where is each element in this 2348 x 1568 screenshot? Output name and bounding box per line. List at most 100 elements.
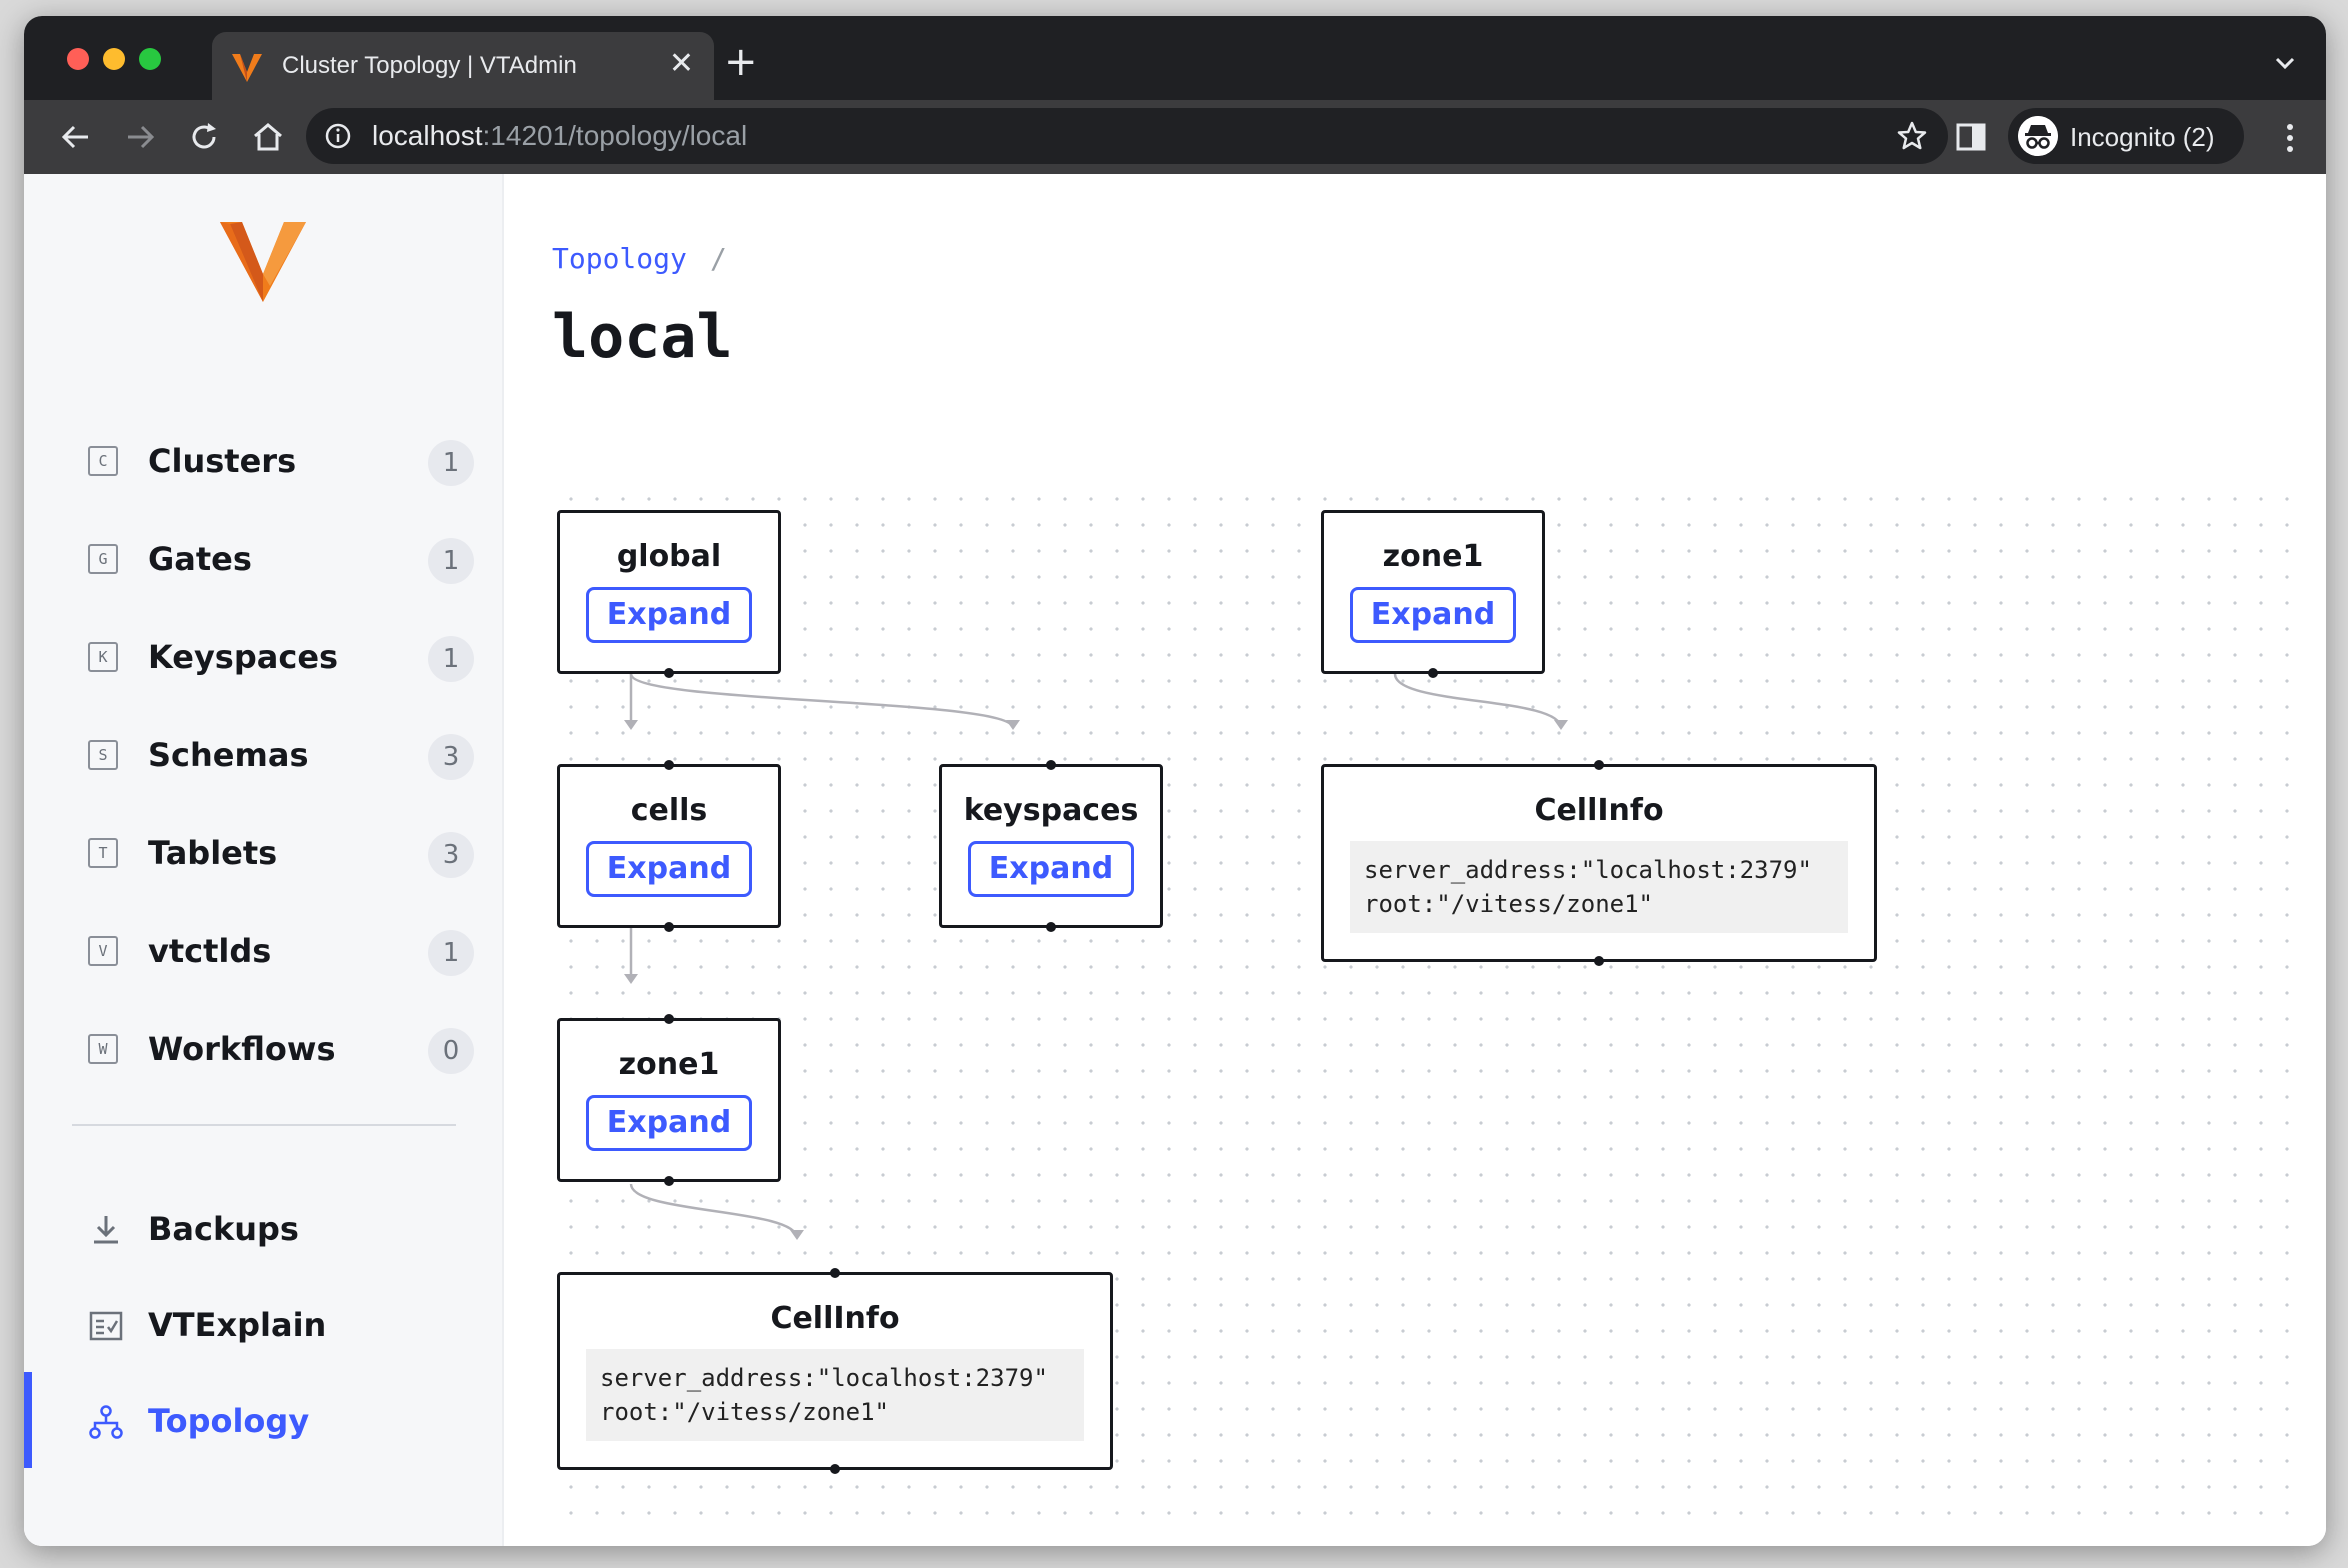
- keyboard-shortcut-t: T: [88, 838, 118, 868]
- minimize-window-button[interactable]: [103, 48, 125, 70]
- keyboard-shortcut-v: V: [88, 936, 118, 966]
- node-title: global: [560, 539, 778, 574]
- node-title: CellInfo: [1324, 793, 1874, 828]
- sidebar-item-topology[interactable]: Topology: [88, 1392, 478, 1452]
- sidebar-item-label: Workflows: [148, 1030, 336, 1068]
- sidebar-item-schemas[interactable]: S Schemas 3: [88, 726, 478, 786]
- node-handle[interactable]: [1594, 760, 1604, 770]
- node-handle[interactable]: [1594, 956, 1604, 966]
- expand-button[interactable]: Expand: [968, 841, 1134, 897]
- sidebar-item-label: Clusters: [148, 442, 296, 480]
- arrowhead: [624, 974, 638, 984]
- node-handle[interactable]: [830, 1268, 840, 1278]
- sidebar-item-vtctlds[interactable]: V vtctlds 1: [88, 922, 478, 982]
- topology-icon: [88, 1404, 124, 1440]
- browser-tab[interactable]: Cluster Topology | VTAdmin ✕: [212, 32, 714, 100]
- node-handle[interactable]: [664, 922, 674, 932]
- sidebar-item-label: Gates: [148, 540, 252, 578]
- incognito-profile-button[interactable]: Incognito (2): [2008, 108, 2244, 164]
- arrowhead: [790, 1230, 804, 1240]
- node-cellinfo[interactable]: CellInfo server_address:"localhost:2379"…: [557, 1272, 1113, 1470]
- checklist-icon: [88, 1308, 124, 1344]
- sidebar-item-workflows[interactable]: W Workflows 0: [88, 1020, 478, 1080]
- node-title: keyspaces: [942, 793, 1160, 828]
- node-handle[interactable]: [664, 668, 674, 678]
- chevron-down-icon[interactable]: [2274, 52, 2296, 74]
- keyboard-shortcut-g: G: [88, 544, 118, 574]
- sidebar-item-gates[interactable]: G Gates 1: [88, 530, 478, 590]
- node-global[interactable]: global Expand: [557, 510, 781, 674]
- sidebar-item-label: Keyspaces: [148, 638, 338, 676]
- sidebar-item-label: Schemas: [148, 736, 308, 774]
- sidebar-item-label: Topology: [148, 1402, 309, 1440]
- breadcrumb-separator: /: [710, 242, 727, 275]
- edge-zone1-cellinfo: [631, 1184, 797, 1238]
- sidebar-item-keyspaces[interactable]: K Keyspaces 1: [88, 628, 478, 688]
- sidebar-item-backups[interactable]: Backups: [88, 1200, 478, 1260]
- count-badge: 1: [428, 538, 474, 584]
- edge-zone1b-cellinfo: [1395, 674, 1561, 728]
- address-bar[interactable]: localhost:14201/topology/local: [306, 108, 1948, 164]
- reload-icon[interactable]: [186, 119, 222, 155]
- tab-strip: Cluster Topology | VTAdmin ✕ +: [24, 16, 2326, 100]
- keyboard-shortcut-w: W: [88, 1034, 118, 1064]
- bookmark-star-icon[interactable]: [1896, 120, 1928, 152]
- sidebar-item-label: vtctlds: [148, 932, 271, 970]
- node-keyspaces[interactable]: keyspaces Expand: [939, 764, 1163, 928]
- new-tab-button[interactable]: +: [724, 44, 758, 80]
- active-indicator: [24, 1372, 32, 1468]
- zoom-window-button[interactable]: [139, 48, 161, 70]
- sidebar: C Clusters 1 G Gates 1 K Keyspaces 1 S S…: [24, 174, 504, 1546]
- node-handle[interactable]: [664, 1176, 674, 1186]
- cellinfo-details: server_address:"localhost:2379" root:"/v…: [1350, 841, 1848, 933]
- expand-button[interactable]: Expand: [1350, 587, 1516, 643]
- browser-window: Cluster Topology | VTAdmin ✕ +: [24, 16, 2326, 1546]
- sidebar-item-tablets[interactable]: T Tablets 3: [88, 824, 478, 884]
- node-handle[interactable]: [1046, 922, 1056, 932]
- node-cells[interactable]: cells Expand: [557, 764, 781, 928]
- sidebar-item-label: VTExplain: [148, 1306, 326, 1344]
- page-title: local: [552, 302, 733, 372]
- url-host: localhost: [372, 120, 483, 151]
- node-title: zone1: [1324, 539, 1542, 574]
- node-handle[interactable]: [830, 1464, 840, 1474]
- side-panel-icon[interactable]: [1954, 120, 1988, 154]
- count-badge: 3: [428, 832, 474, 878]
- close-tab-icon[interactable]: ✕: [669, 46, 694, 81]
- keyboard-shortcut-s: S: [88, 740, 118, 770]
- topology-graph-canvas[interactable]: global Expand cells Expand keyspaces Exp…: [552, 480, 2292, 1520]
- close-window-button[interactable]: [67, 48, 89, 70]
- profile-label: Incognito (2): [2070, 122, 2215, 153]
- breadcrumb-topology[interactable]: Topology: [552, 242, 687, 275]
- node-handle[interactable]: [1428, 668, 1438, 678]
- back-arrow-icon[interactable]: [58, 119, 94, 155]
- count-badge: 0: [428, 1028, 474, 1074]
- more-options-icon[interactable]: [2286, 122, 2294, 154]
- cellinfo-details: server_address:"localhost:2379" root:"/v…: [586, 1349, 1084, 1441]
- node-title: zone1: [560, 1047, 778, 1082]
- keyboard-shortcut-k: K: [88, 642, 118, 672]
- download-icon: [88, 1212, 124, 1248]
- expand-button[interactable]: Expand: [586, 1095, 752, 1151]
- url-path: :14201/topology/local: [483, 120, 748, 151]
- tab-title: Cluster Topology | VTAdmin: [282, 52, 577, 80]
- home-icon[interactable]: [250, 119, 286, 155]
- url-text: localhost:14201/topology/local: [372, 120, 747, 152]
- node-zone1[interactable]: zone1 Expand: [1321, 510, 1545, 674]
- vitess-favicon-icon: [232, 54, 262, 82]
- sidebar-item-clusters[interactable]: C Clusters 1: [88, 432, 478, 492]
- expand-button[interactable]: Expand: [586, 587, 752, 643]
- expand-button[interactable]: Expand: [586, 841, 752, 897]
- count-badge: 1: [428, 636, 474, 682]
- node-handle[interactable]: [664, 760, 674, 770]
- node-handle[interactable]: [664, 1014, 674, 1024]
- node-zone1[interactable]: zone1 Expand: [557, 1018, 781, 1182]
- site-info-icon[interactable]: [324, 122, 352, 150]
- sidebar-item-vtexplain[interactable]: VTExplain: [88, 1296, 478, 1356]
- node-handle[interactable]: [1046, 760, 1056, 770]
- forward-arrow-icon[interactable]: [122, 119, 158, 155]
- node-cellinfo[interactable]: CellInfo server_address:"localhost:2379"…: [1321, 764, 1877, 962]
- vitess-logo[interactable]: [220, 222, 306, 302]
- keyboard-shortcut-c: C: [88, 446, 118, 476]
- browser-toolbar: localhost:14201/topology/local Incognito…: [24, 100, 2326, 174]
